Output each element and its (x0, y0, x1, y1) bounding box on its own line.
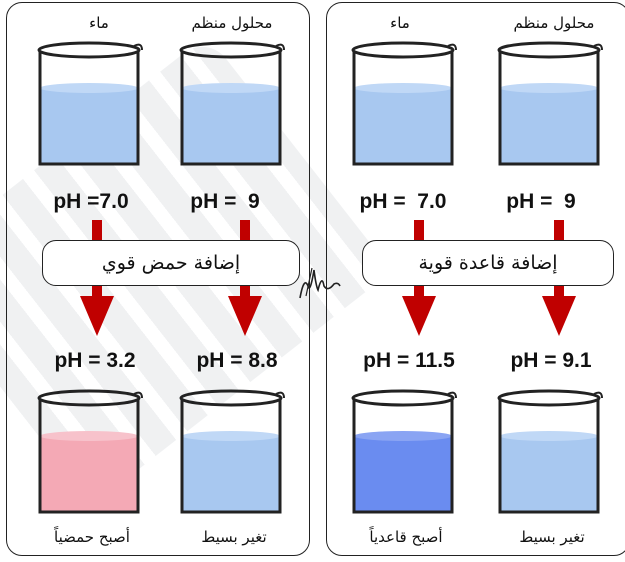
label-buffer-base: محلول منظم (513, 14, 595, 32)
ph-water-before-acid: pH =7.0 (53, 190, 129, 213)
beaker-buffer-before-base (494, 38, 604, 166)
beaker-water-before-base (348, 38, 458, 166)
ph-water-after-base: pH = 11.5 (363, 349, 455, 372)
signature-icon (294, 256, 344, 306)
beaker-buffer-before-acid (176, 38, 286, 166)
label-buffer-acid: محلول منظم (191, 14, 273, 32)
result-slight-change-acid: تغير بسيط (201, 528, 267, 546)
ph-buffer-before-base: pH = 9 (506, 190, 576, 213)
label-water-base: ماء (390, 14, 410, 32)
beaker-buffer-after-acid (176, 386, 286, 514)
beaker-water-before-acid (34, 38, 144, 166)
result-became-basic: أصبح قاعدياً (369, 528, 443, 546)
ph-water-before-base: pH = 7.0 (359, 190, 447, 213)
beaker-water-after-base (348, 386, 458, 514)
ph-buffer-after-acid: pH = 8.8 (196, 349, 278, 372)
ph-water-after-acid: pH = 3.2 (54, 349, 136, 372)
label-water-acid: ماء (89, 14, 109, 32)
beaker-water-after-acid (34, 386, 144, 514)
process-add-strong-acid: إضافة حمض قوي (42, 240, 300, 286)
panel-strong-base (326, 2, 625, 556)
ph-buffer-after-base: pH = 9.1 (510, 349, 592, 372)
result-became-acidic: أصبح حمضياً (54, 528, 130, 546)
liquid (40, 88, 138, 164)
ph-buffer-before-acid: pH = 9 (190, 190, 260, 213)
process-add-strong-base: إضافة قاعدة قوية (362, 240, 614, 286)
result-slight-change-base: تغير بسيط (519, 528, 585, 546)
beaker-buffer-after-base (494, 386, 604, 514)
